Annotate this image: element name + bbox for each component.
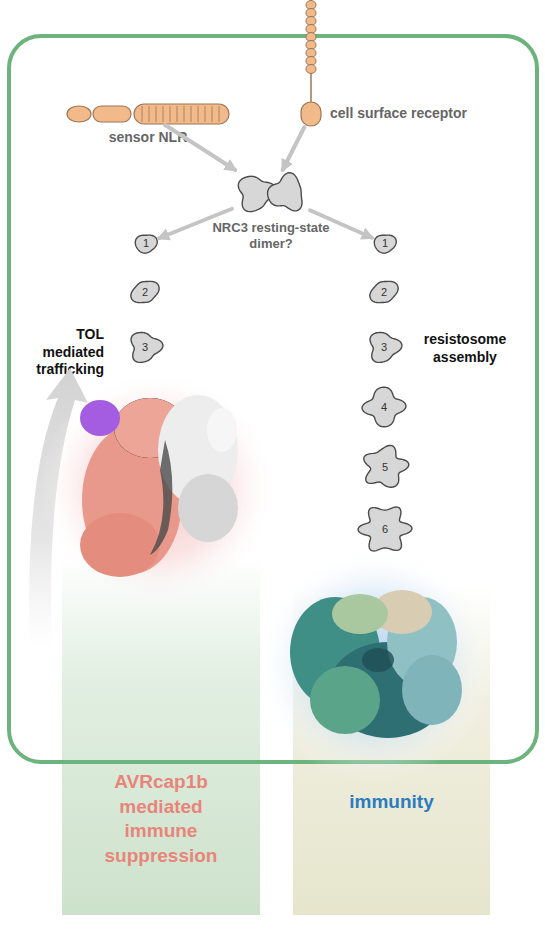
- callout-number: 5: [359, 442, 411, 492]
- lrr-repeat: [191, 106, 192, 122]
- receptor-stem: [310, 0, 312, 102]
- process-label: resistosome assembly: [410, 331, 520, 366]
- lrr-repeat: [212, 106, 213, 122]
- protein-subunit: [82, 426, 182, 574]
- receptor-repeat: [306, 17, 316, 26]
- lrr-repeat: [219, 106, 220, 122]
- receptor-kinase: [301, 102, 321, 126]
- callout-number: 3: [365, 327, 403, 367]
- nrc3-dimer: NRC3 resting-state dimer?: [232, 170, 310, 216]
- lrr-repeat: [163, 106, 164, 122]
- protomer: [310, 666, 380, 734]
- protomer: [290, 597, 380, 707]
- protein-cleft: [150, 440, 172, 555]
- outcome-band: AVRcap1b mediated immune suppression: [62, 555, 260, 915]
- node-label: immunity: [301, 790, 482, 815]
- pink-glow: [40, 370, 276, 606]
- protomer: [328, 642, 448, 738]
- connector-arrow: [159, 209, 232, 238]
- protein-subunit: [158, 395, 238, 505]
- callout-number: 2: [128, 276, 162, 308]
- oligomer-state: 5: [359, 442, 411, 492]
- callout-number: 1: [372, 231, 398, 256]
- callout-number: 3: [126, 327, 164, 367]
- lrr-repeat: [170, 106, 171, 122]
- receptor-repeat: [306, 25, 316, 34]
- outcome-band: immunity: [293, 585, 490, 915]
- protein-subunit: [114, 398, 186, 458]
- lrr-repeat: [149, 106, 150, 122]
- oligomer-state: 2: [128, 276, 162, 308]
- receptor-repeat: [306, 41, 316, 50]
- node-outline: [232, 170, 310, 216]
- protomer: [372, 590, 432, 634]
- lrr-domain: [134, 104, 229, 124]
- node-label: sensor NLR: [68, 129, 228, 146]
- callout-number: 4: [360, 384, 408, 430]
- protein-subunit: [114, 398, 186, 458]
- protomer: [332, 594, 388, 634]
- callout-number: 6: [357, 501, 413, 557]
- oligomer-state: 3: [365, 327, 403, 367]
- protein-subunit: [178, 474, 238, 542]
- cell-membrane: [9, 36, 537, 762]
- oligomer-state: 3: [126, 327, 164, 367]
- receptor-repeat: [306, 65, 316, 74]
- protomer: [402, 655, 462, 725]
- oligomer-state: 1: [372, 231, 398, 256]
- protomer-outline: [268, 173, 302, 211]
- protein-subunit: [80, 513, 160, 577]
- lrr-repeat: [142, 106, 143, 122]
- cell-surface-receptor: cell surface receptor: [300, 101, 322, 127]
- receptor-repeat: [306, 9, 316, 18]
- node-outline: [300, 101, 322, 127]
- connector-arrow: [310, 210, 372, 237]
- node-outline: [66, 103, 230, 125]
- oligomer-state: 1: [133, 231, 159, 256]
- protomer-pore: [362, 648, 394, 672]
- process-label: TOL mediated trafficking: [20, 326, 104, 379]
- connector-layer: [159, 125, 372, 238]
- receptor-repeat: [306, 49, 316, 58]
- blue-glow: [257, 547, 493, 783]
- protomer: [387, 597, 457, 687]
- node-label: NRC3 resting-state dimer?: [191, 220, 351, 251]
- effector-protein: [80, 400, 120, 436]
- sensor-nlr: sensor NLR: [66, 103, 230, 125]
- oligomer-state: 4: [360, 384, 408, 430]
- lrr-repeat: [184, 106, 185, 122]
- oligomer-state: 6: [357, 501, 413, 557]
- lrr-repeat: [156, 106, 157, 122]
- receptor-repeat: [306, 33, 316, 42]
- trafficking-arrow: [29, 368, 88, 650]
- node-label: AVRcap1b mediated immune suppression: [96, 770, 226, 869]
- callout-number: 2: [367, 276, 401, 308]
- nb-domain: [93, 106, 131, 122]
- connector-arrow: [165, 125, 235, 170]
- lrr-repeat: [177, 106, 178, 122]
- cc-domain: [67, 106, 91, 122]
- receptor-repeat: [306, 57, 316, 66]
- oligomer-state: 2: [367, 276, 401, 308]
- lrr-repeat: [198, 106, 199, 122]
- node-label: cell surface receptor: [330, 105, 530, 122]
- receptor-repeat: [306, 1, 316, 10]
- connector-arrow: [283, 127, 305, 170]
- callout-number: 1: [133, 231, 159, 256]
- protein-subunit: [207, 408, 237, 452]
- lrr-repeat: [205, 106, 206, 122]
